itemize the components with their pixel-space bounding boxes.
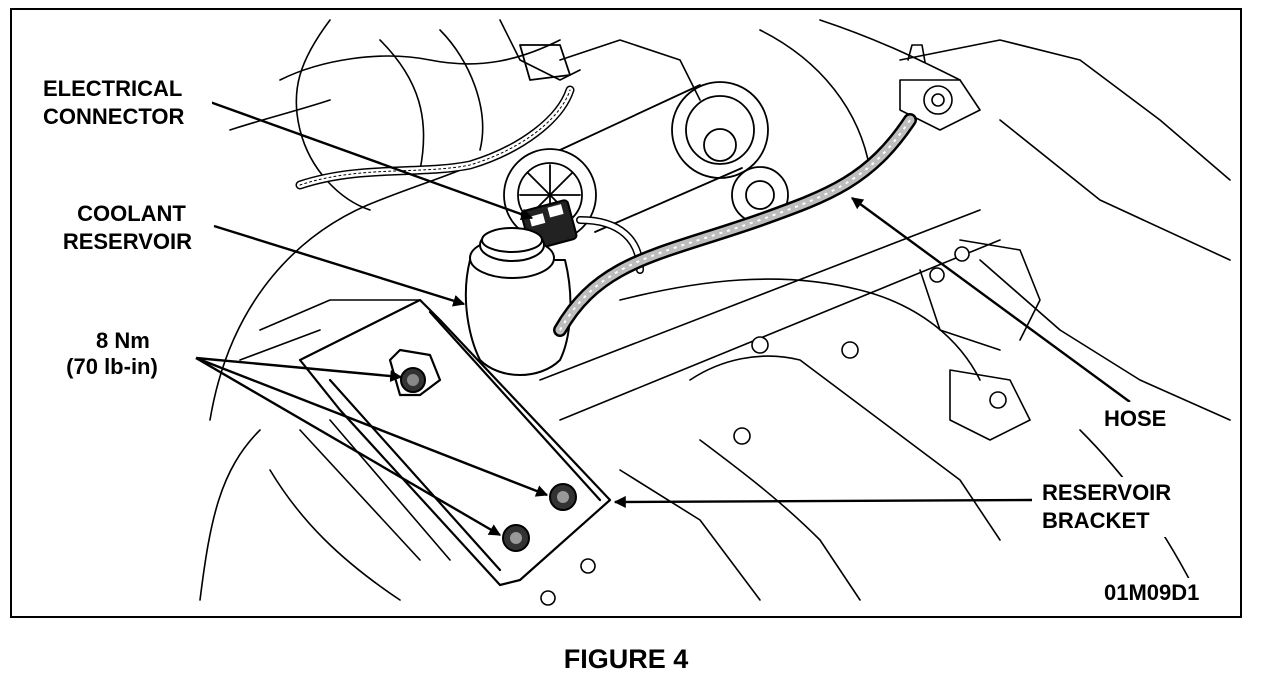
figure-frame	[10, 8, 1242, 618]
arrow-coolant-reservoir	[213, 224, 466, 307]
label-electrical-connector: ELECTRICAL CONNECTOR	[43, 76, 188, 129]
leader-arrows	[195, 100, 1131, 537]
arrow-hose	[851, 197, 1131, 403]
arrow-torque-right	[195, 356, 549, 497]
label-hose: HOSE	[1104, 406, 1166, 431]
arrow-torque-upper	[195, 356, 403, 382]
arrow-torque-lower	[195, 356, 502, 537]
arrow-reservoir-bracket	[613, 495, 1033, 508]
hose	[553, 113, 917, 337]
figure-caption: FIGURE 4	[564, 644, 689, 674]
label-reservoir-bracket: RESERVOIR BRACKET	[1042, 480, 1177, 533]
figure-id: 01M09D1	[1104, 580, 1199, 605]
bolt-lower	[502, 524, 530, 552]
label-torque-spec: 8 Nm (70 lb-in)	[66, 328, 158, 379]
label-coolant-reservoir: COOLANT RESERVOIR	[63, 201, 192, 254]
bolt-upper	[400, 367, 426, 393]
arrow-electrical-connector	[209, 100, 534, 220]
bolts	[400, 246, 1007, 606]
bolt-right	[549, 483, 577, 511]
wiring-harness	[295, 44, 644, 274]
